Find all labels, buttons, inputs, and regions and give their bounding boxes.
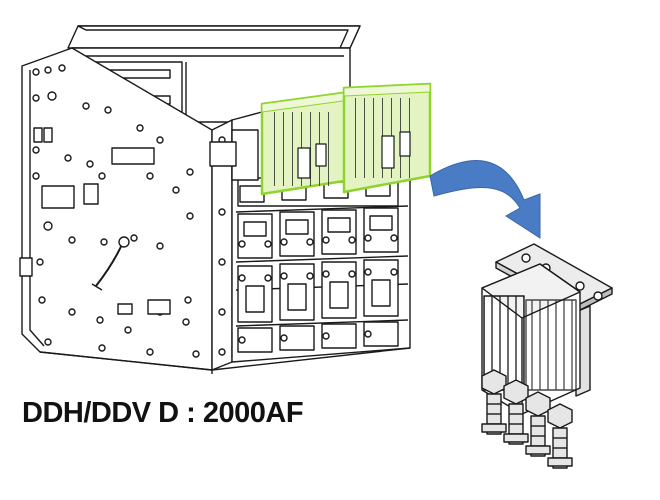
breaker-drawing-icon [19, 25, 411, 374]
heatsink-terminal-icon [481, 243, 613, 469]
highlighted-heatsink-group [260, 82, 432, 196]
curved-arrow-icon [429, 160, 541, 239]
model-caption: DDH/DDV D : 2000AF [22, 397, 304, 429]
